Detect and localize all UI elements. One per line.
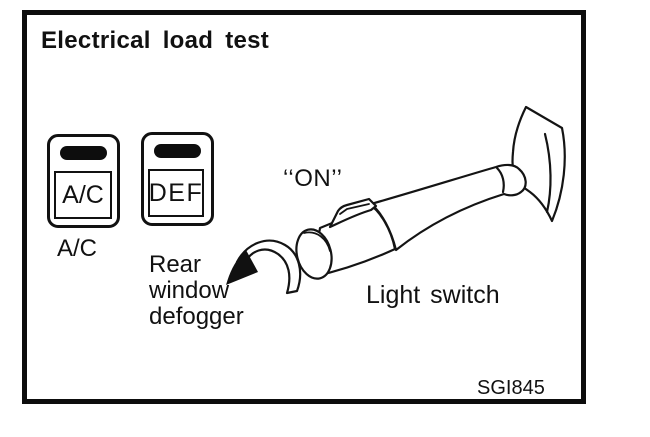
def-indicator-bar-icon (154, 144, 201, 158)
on-state-label: ‘‘ON’’ (283, 165, 343, 192)
arrowhead (226, 250, 258, 285)
defogger-caption-line2: window (149, 277, 230, 304)
def-button-label: DEF (148, 169, 204, 217)
figure-title: Electrical load test (41, 27, 270, 54)
ac-indicator-bar-icon (60, 146, 107, 160)
light-switch-caption: Light switch (366, 281, 500, 309)
ac-button-label: A/C (54, 171, 112, 219)
defogger-caption: Rear window defogger (149, 252, 244, 330)
ac-button: A/C (47, 134, 120, 228)
defogger-caption-line3: defogger (149, 303, 244, 330)
knob-ridge (328, 197, 378, 229)
figure-code: SGI845 (477, 377, 545, 399)
defogger-caption-line1: Rear (149, 251, 202, 278)
switch-knob (295, 197, 397, 280)
def-button: DEF (141, 132, 214, 226)
rotation-arrow-icon (226, 239, 302, 295)
switch-stalk (369, 163, 527, 252)
ac-caption: A/C (57, 235, 98, 262)
steering-column-panel (511, 105, 566, 223)
